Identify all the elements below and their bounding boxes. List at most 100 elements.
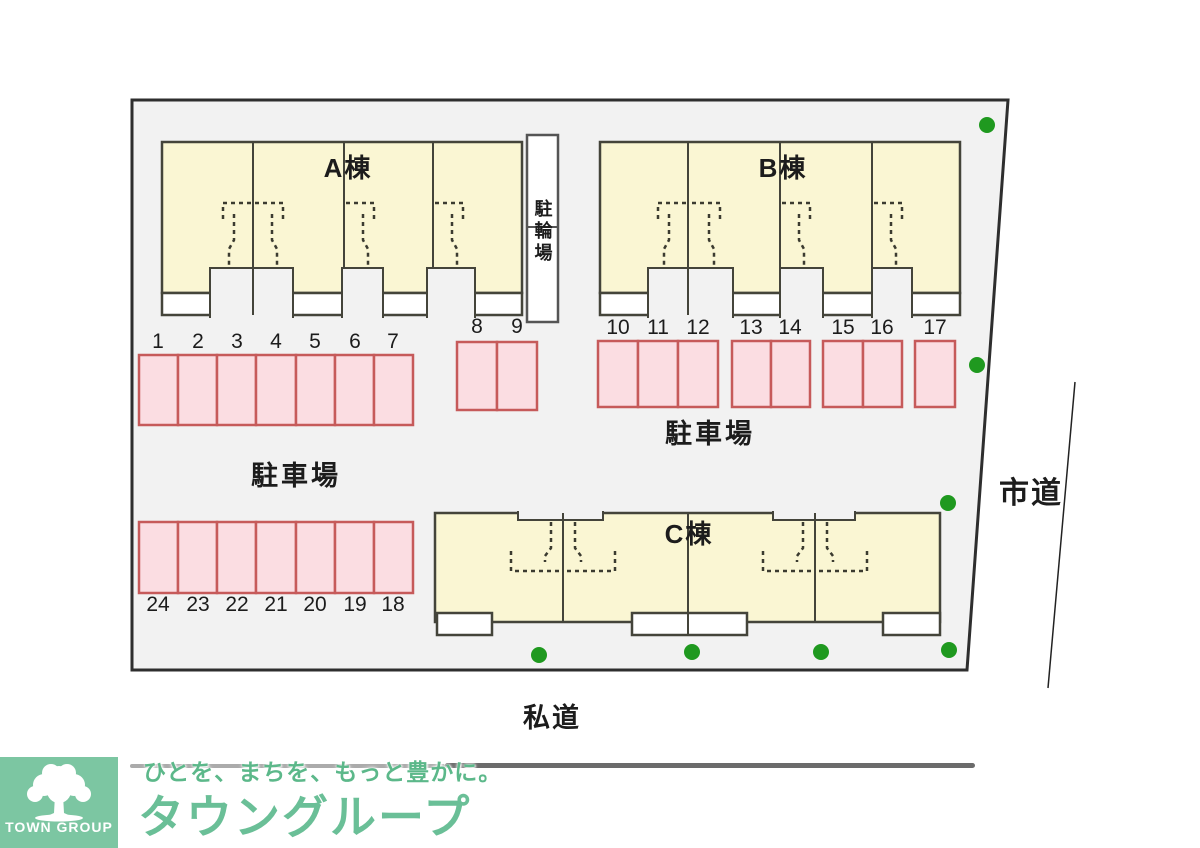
parking-number-4: 4 — [270, 330, 282, 353]
building-c-label: C棟 — [664, 519, 714, 549]
parking-stall-13 — [730, 339, 773, 409]
stair-symbol-icon — [819, 522, 869, 573]
building-b-entrance-recess — [871, 267, 913, 318]
tree-marker-icon — [941, 642, 957, 658]
parking-stall-4 — [254, 353, 298, 427]
building-c-porch — [435, 611, 494, 637]
company-name: タウングループ — [138, 791, 472, 843]
building-c-porch — [881, 611, 942, 637]
building-b-entrance-recess — [647, 267, 734, 318]
parking-stall-20 — [294, 520, 337, 595]
parking-number-20: 20 — [303, 593, 327, 616]
bicycle-parking — [525, 133, 560, 324]
parking-number-3: 3 — [231, 330, 243, 353]
stair-symbol-icon — [874, 201, 904, 268]
stair-symbol-icon — [761, 522, 811, 573]
building-a-entrance-recess — [209, 267, 294, 318]
parking-stall-1 — [137, 353, 180, 427]
parking-number-16: 16 — [870, 316, 894, 339]
tree-marker-icon — [531, 647, 547, 663]
bicycle-parking-label: 駐輪場 — [532, 199, 553, 265]
tree-marker-icon — [813, 644, 829, 660]
divider-line-light — [130, 764, 445, 768]
stair-symbol-icon — [692, 201, 722, 268]
parking-number-17: 17 — [923, 316, 947, 339]
parking-stall-22 — [215, 520, 258, 595]
building-b-entrance-recess — [779, 267, 824, 318]
parking-stall-12 — [676, 339, 720, 409]
parking-number-14: 14 — [778, 316, 802, 339]
parking-area-label-right: 駐車場 — [665, 419, 755, 449]
parking-stall-8 — [455, 340, 499, 412]
tree-marker-icon — [940, 495, 956, 511]
brand-tagline: ひとを、まちを、もっと豊かに。 — [143, 759, 503, 785]
parking-stall-15 — [821, 339, 865, 409]
building-a-entrance-recess — [341, 267, 384, 318]
stair-symbol-icon — [221, 201, 251, 268]
parking-number-18: 18 — [381, 593, 405, 616]
tree-marker-icon — [684, 644, 700, 660]
building-c-porch — [630, 611, 749, 637]
parking-number-24: 24 — [146, 593, 170, 616]
building-b — [598, 140, 962, 318]
city-road-edge-line — [1047, 381, 1076, 689]
bicycle-parking-strip — [525, 133, 560, 324]
tree-marker-icon — [969, 357, 985, 373]
tree-marker-icon — [979, 117, 995, 133]
parking-number-8: 8 — [471, 315, 483, 338]
parking-number-22: 22 — [225, 593, 249, 616]
stair-symbol-icon — [782, 201, 812, 268]
building-b-label: B棟 — [758, 153, 808, 183]
parking-stall-19 — [333, 520, 376, 595]
parking-stall-3 — [215, 353, 258, 427]
parking-stall-24 — [137, 520, 180, 595]
city-road-label: 市道 — [999, 477, 1063, 510]
parking-number-10: 10 — [606, 316, 630, 339]
parking-stall-14 — [769, 339, 812, 409]
parking-stall-2 — [176, 353, 219, 427]
building-a — [160, 140, 524, 318]
stair-symbol-icon — [346, 201, 376, 268]
parking-stall-23 — [176, 520, 219, 595]
tree-markers — [531, 117, 995, 663]
parking-stall-16 — [861, 339, 904, 409]
building-c — [433, 511, 942, 637]
parking-number-13: 13 — [739, 316, 763, 339]
private-road-label: 私道 — [523, 703, 581, 733]
parking-number-2: 2 — [192, 330, 204, 353]
parking-number-7: 7 — [387, 330, 399, 353]
parking-stall-17 — [913, 339, 957, 409]
stair-symbol-icon — [656, 201, 686, 268]
parking-number-11: 11 — [647, 316, 669, 339]
parking-number-12: 12 — [686, 316, 710, 339]
tree-logo-icon — [27, 764, 91, 822]
parking-number-19: 19 — [343, 593, 367, 616]
parking-stall-7 — [372, 353, 415, 427]
parking-stalls — [137, 339, 957, 595]
parking-stall-6 — [333, 353, 376, 427]
town-group-logo-text: TOWN GROUP — [5, 819, 113, 835]
parking-number-1: 1 — [152, 330, 164, 353]
stair-symbol-icon — [509, 522, 559, 573]
parking-number-6: 6 — [349, 330, 361, 353]
parking-stall-11 — [636, 339, 680, 409]
divider-line-dark — [445, 763, 975, 768]
stair-symbol-icon — [567, 522, 617, 573]
building-a-entrance-recess — [426, 267, 476, 318]
parking-number-9: 9 — [511, 315, 523, 338]
parking-area-label-left: 駐車場 — [251, 461, 341, 491]
parking-stall-10 — [596, 339, 640, 409]
town-group-logo: TOWN GROUP — [0, 757, 118, 848]
parking-number-21: 21 — [264, 593, 288, 616]
building-a-label: A棟 — [323, 153, 373, 183]
parking-number-5: 5 — [309, 330, 321, 353]
parking-stall-21 — [254, 520, 298, 595]
stair-symbol-icon — [255, 201, 285, 268]
parking-stall-9 — [495, 340, 539, 412]
parking-number-15: 15 — [831, 316, 855, 339]
parking-stall-18 — [372, 520, 415, 595]
parking-number-23: 23 — [186, 593, 210, 616]
parking-stall-5 — [294, 353, 337, 427]
